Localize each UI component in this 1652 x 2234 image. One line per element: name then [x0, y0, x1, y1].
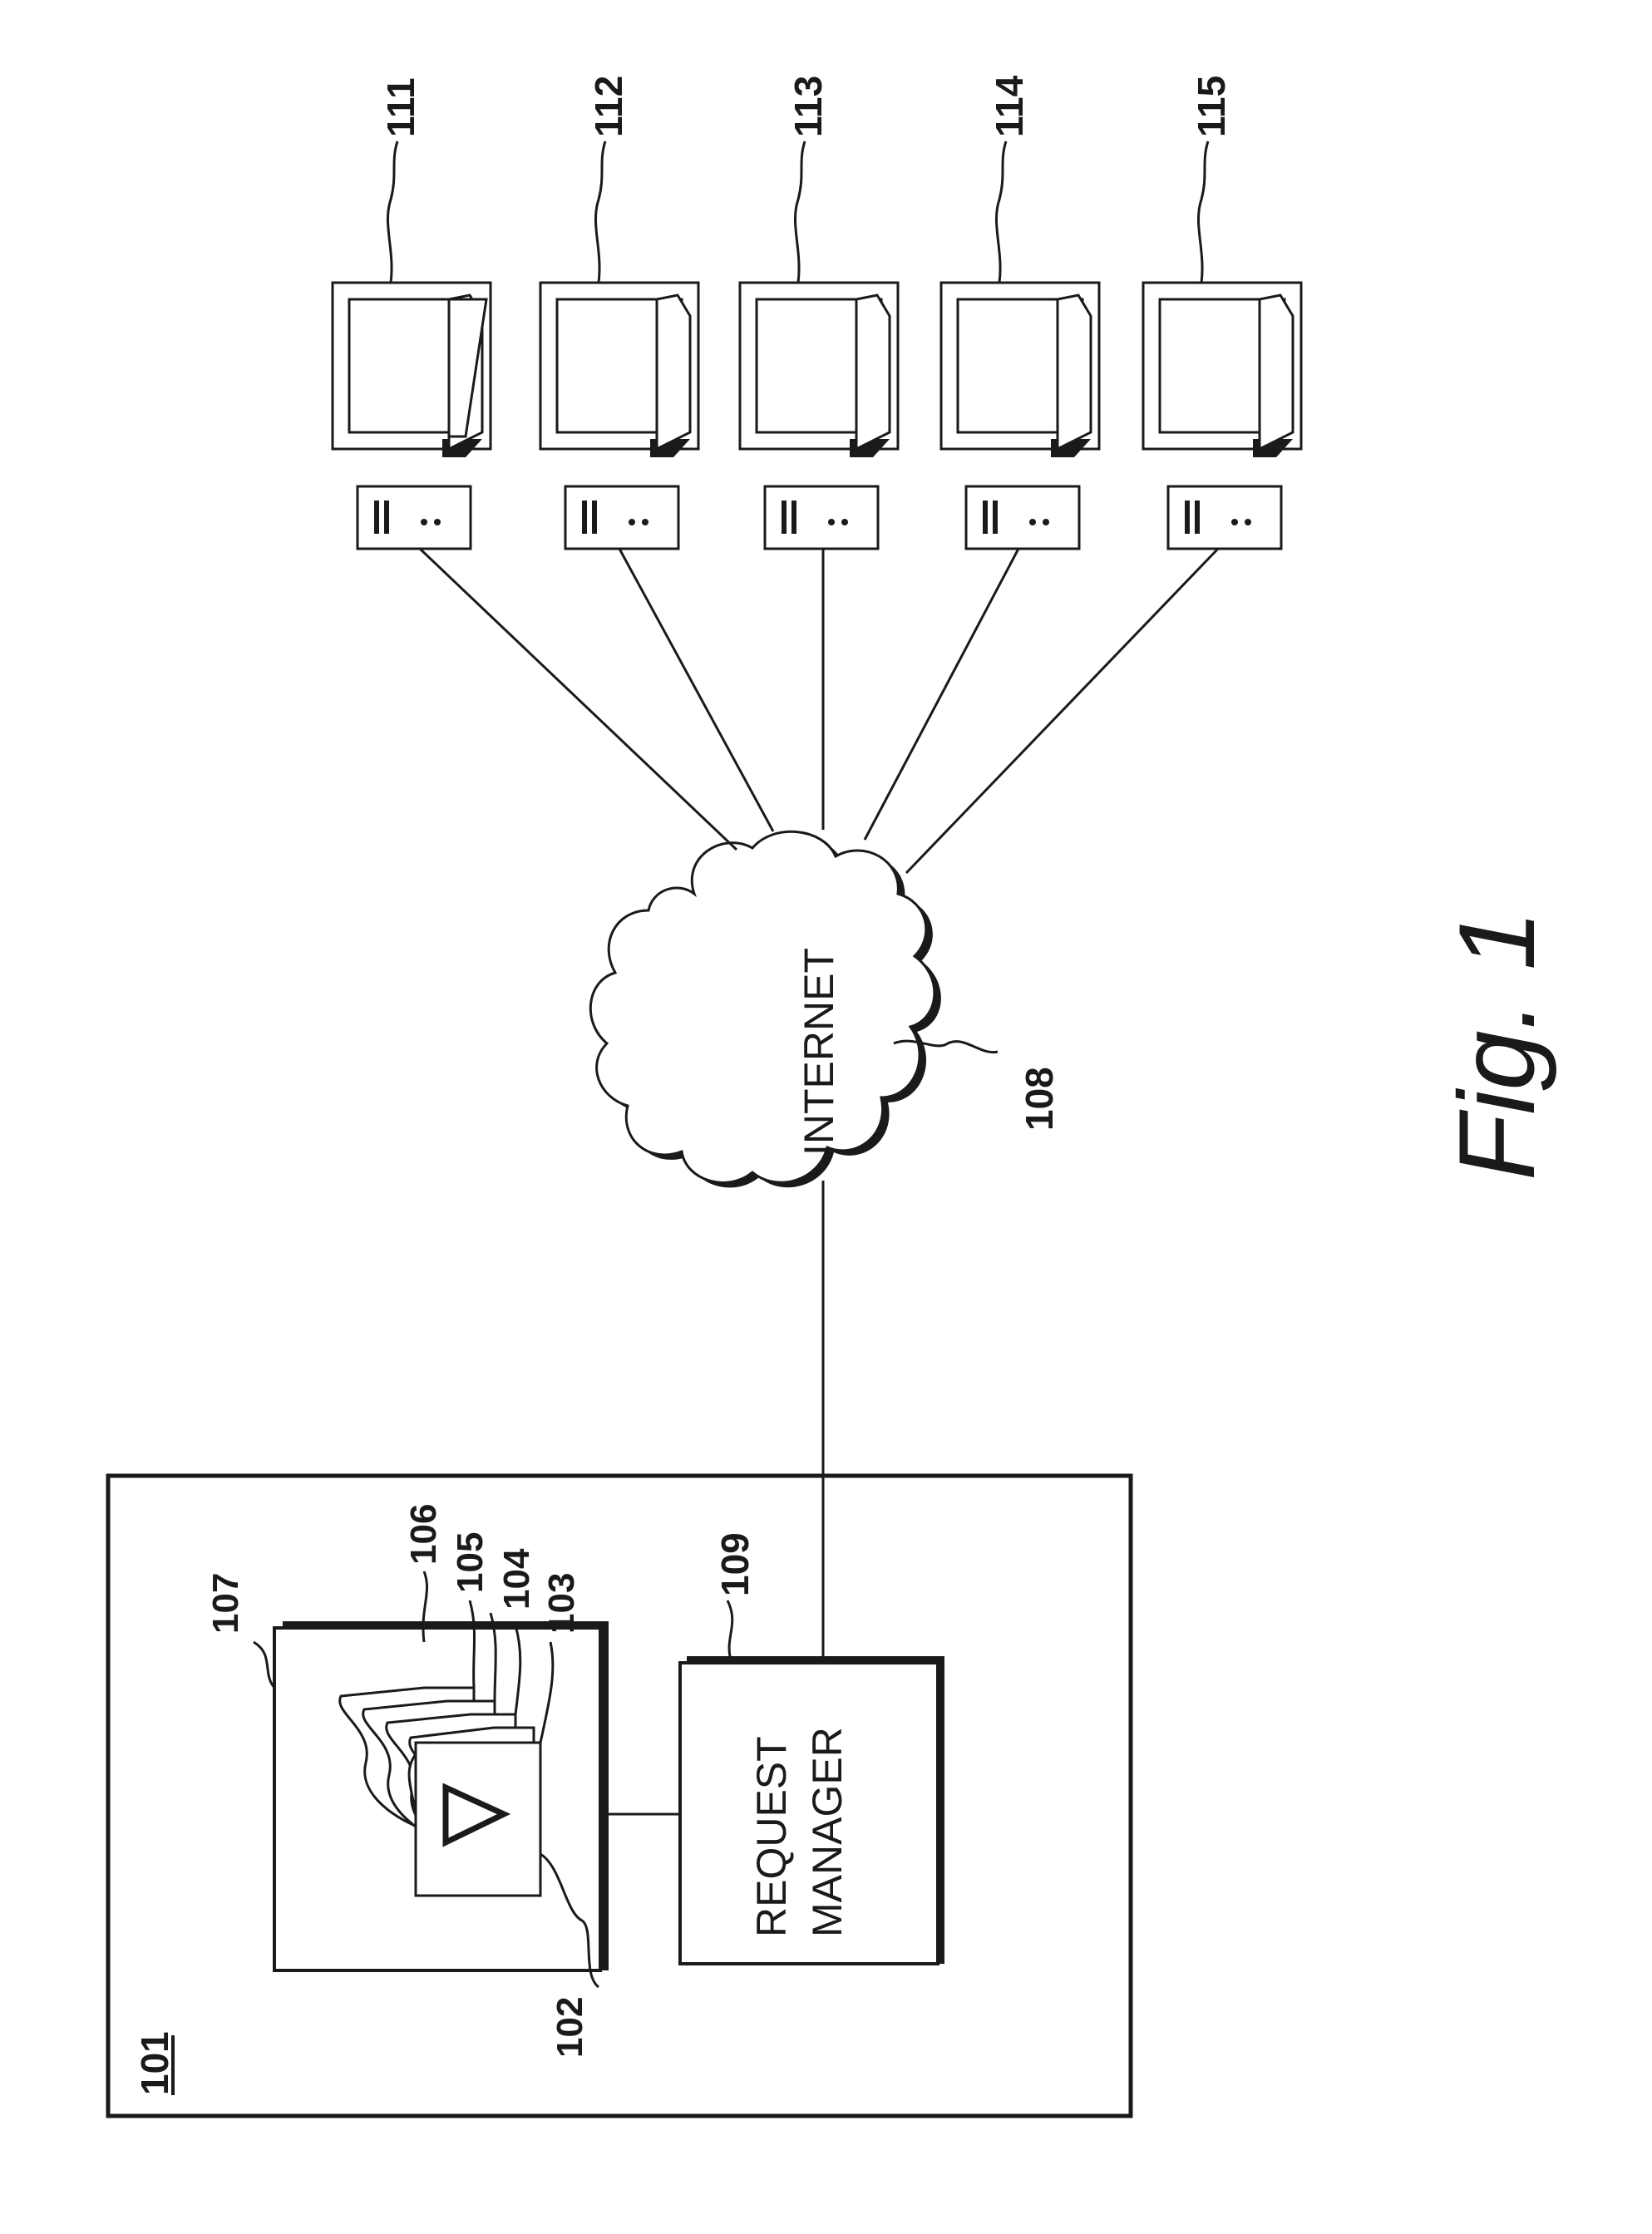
document-label-103: 103	[541, 1573, 582, 1634]
document-label-105: 105	[450, 1532, 491, 1593]
internet-cloud	[590, 831, 941, 1187]
client-computer-111: 111	[333, 77, 491, 549]
figure-caption: Fig. 1	[1436, 910, 1557, 1181]
request-manager-text-line2: MANAGER	[804, 1727, 851, 1937]
client-computer-115: 115	[1143, 76, 1301, 549]
tower-icon	[966, 486, 1079, 549]
internet-text: INTERNET	[796, 948, 842, 1156]
client-leader-115	[1198, 141, 1208, 283]
client-computer-112: 112	[540, 76, 698, 549]
client-leader-114	[996, 141, 1006, 283]
client-label-115: 115	[1190, 76, 1233, 137]
tower-icon	[565, 486, 678, 549]
client-leader-112	[595, 141, 605, 283]
tower-icon	[765, 486, 878, 549]
request-manager-text-line1: REQUEST	[748, 1736, 795, 1937]
tower-icon	[1168, 486, 1281, 549]
container-label-107: 107	[205, 1573, 246, 1634]
monitor-icon	[941, 283, 1099, 457]
client-label-111: 111	[379, 77, 422, 137]
document-label-104: 104	[496, 1548, 537, 1610]
monitor-icon	[540, 283, 698, 457]
client-computer-113: 113	[740, 76, 898, 549]
client-leader-113	[795, 141, 805, 283]
internet-label-108: 108	[1018, 1067, 1061, 1131]
client-label-112: 112	[587, 76, 630, 137]
client-computer-114: 114	[941, 75, 1099, 549]
request-manager-label-109: 109	[713, 1532, 757, 1596]
server-label: 101	[133, 2031, 176, 2095]
client-label-113: 113	[787, 76, 830, 137]
server-box	[108, 1476, 1131, 2116]
document-label-106: 106	[403, 1504, 444, 1565]
document-label-102: 102	[550, 1997, 590, 2058]
document-102	[409, 1743, 540, 1896]
client-label-114: 114	[988, 75, 1031, 137]
tower-icon	[358, 486, 471, 549]
client-leader-111	[387, 141, 397, 283]
network-lines	[420, 549, 1218, 873]
monitor-icon	[1143, 283, 1301, 457]
monitor-icon	[740, 283, 898, 457]
